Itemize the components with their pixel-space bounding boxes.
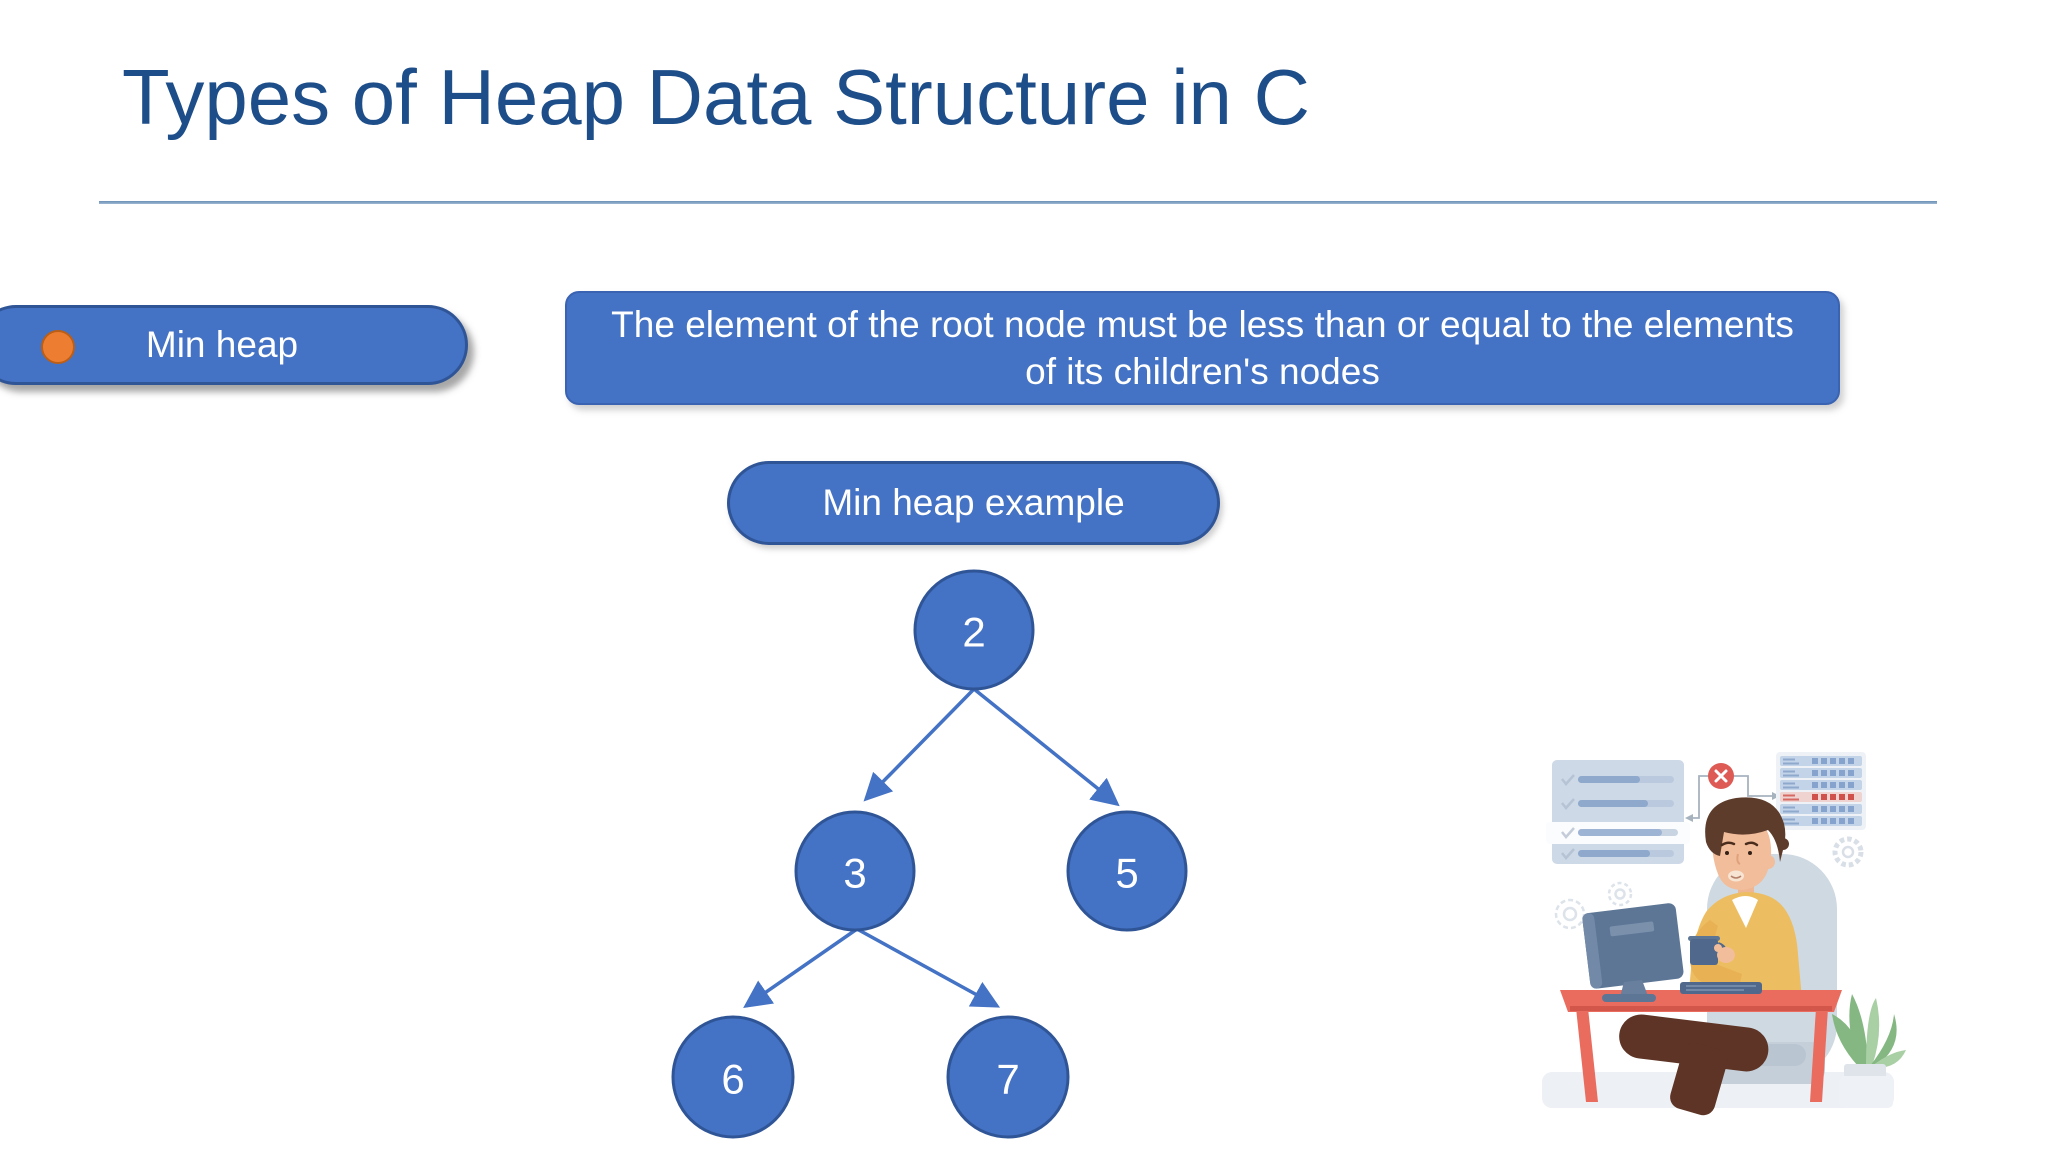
server-stack-card xyxy=(1776,752,1866,830)
heap-node-root: 2 xyxy=(913,569,1035,691)
min-heap-label: Min heap xyxy=(145,324,299,365)
tree-edge-2-3 xyxy=(863,687,976,802)
tree-edge-3-7 xyxy=(856,927,1001,1008)
gear-icon xyxy=(1832,836,1864,868)
svg-text:7: 7 xyxy=(996,1056,1019,1103)
programmer-illustration xyxy=(1542,752,1906,1116)
svg-text:2: 2 xyxy=(962,609,985,656)
tree-edge-2-5 xyxy=(972,687,1120,807)
plant xyxy=(1832,994,1906,1108)
min-heap-example-pill: Min heap example xyxy=(727,461,1220,545)
error-x-icon xyxy=(1708,763,1734,789)
heap-node-left-left: 6 xyxy=(671,1015,795,1139)
title-divider xyxy=(99,201,1937,204)
heap-node-left-right: 7 xyxy=(946,1015,1070,1139)
monitor xyxy=(1582,903,1684,1002)
heap-rule-text: The element of the root node must be les… xyxy=(611,303,1794,392)
svg-text:5: 5 xyxy=(1115,850,1138,897)
keyboard xyxy=(1680,982,1762,994)
svg-text:3: 3 xyxy=(843,850,866,897)
checklist-card xyxy=(1546,760,1690,864)
tree-edge-3-6 xyxy=(743,927,858,1008)
min-heap-example-label: Min heap example xyxy=(822,482,1125,523)
heap-node-left: 3 xyxy=(794,810,916,932)
svg-text:6: 6 xyxy=(721,1056,744,1103)
person xyxy=(1619,797,1802,1116)
bullet-dot-icon xyxy=(41,330,75,364)
min-heap-label-pill: Min heap xyxy=(0,305,468,385)
connector-arrow-left xyxy=(1685,814,1693,822)
heap-node-right: 5 xyxy=(1066,810,1188,932)
connector-lines xyxy=(1688,775,1774,819)
heap-rule-box: The element of the root node must be les… xyxy=(565,291,1840,405)
page-title: Types of Heap Data Structure in C xyxy=(122,53,1310,141)
gear-doodle-icons xyxy=(1554,881,1633,930)
